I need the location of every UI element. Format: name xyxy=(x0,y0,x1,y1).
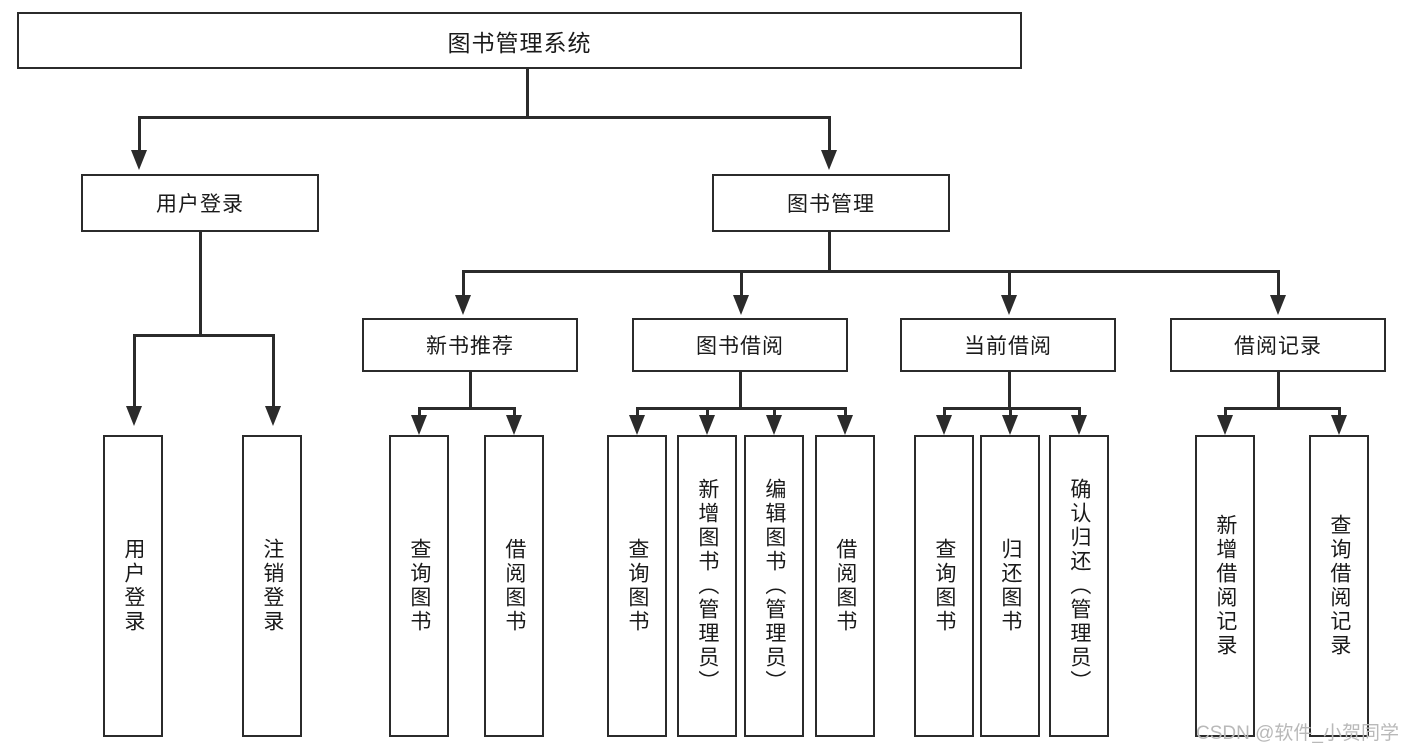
node-label: 图书借阅 xyxy=(696,335,784,358)
node-label: 查询图书 xyxy=(625,538,649,634)
arrowhead-cb-leaf-2 xyxy=(1071,415,1087,435)
connector-br-bus xyxy=(1224,407,1341,410)
node-new-book-recommend[interactable]: 新书推荐 xyxy=(362,318,578,372)
node-root-system[interactable]: 图书管理系统 xyxy=(17,12,1022,69)
arrowhead-bb-leaf-3 xyxy=(837,415,853,435)
leaf-current-borrow-1[interactable]: 归还图书 xyxy=(980,435,1040,737)
connector-user-login-leaf-0 xyxy=(133,334,136,409)
node-label: 图书管理系统 xyxy=(447,29,592,56)
connector-bb-leaf-0 xyxy=(636,407,639,420)
node-label: 用户登录 xyxy=(156,193,244,216)
leaf-user-login-1[interactable]: 注销登录 xyxy=(242,435,302,737)
node-label: 注销登录 xyxy=(260,538,284,634)
node-label: 用户登录 xyxy=(121,538,145,634)
arrowhead-nbr-leaf-0 xyxy=(411,415,427,435)
arrowhead-level3-0 xyxy=(455,295,471,315)
node-label: 查询图书 xyxy=(932,538,956,634)
connector-level3-1 xyxy=(740,270,743,298)
leaf-book-borrow-1[interactable]: 新增图书（管理员） xyxy=(677,435,737,737)
leaf-book-borrow-0[interactable]: 查询图书 xyxy=(607,435,667,737)
arrowhead-bb-leaf-0 xyxy=(629,415,645,435)
arrowhead-user-login-leaf-1 xyxy=(265,406,281,426)
leaf-book-borrow-3[interactable]: 借阅图书 xyxy=(815,435,875,737)
connector-bb-leaf-3 xyxy=(844,407,847,420)
leaf-current-borrow-2[interactable]: 确认归还（管理员） xyxy=(1049,435,1109,737)
node-label: 归还图书 xyxy=(998,538,1022,634)
connector-level3-3 xyxy=(1277,270,1280,298)
arrowhead-level3-1 xyxy=(733,295,749,315)
connector-br-leaf-1 xyxy=(1338,407,1341,420)
node-label: 借阅图书 xyxy=(502,538,526,634)
connector-user-login-leaf-1 xyxy=(272,334,275,409)
connector-nbr-stem xyxy=(469,372,472,409)
node-label: 新增图书（管理员） xyxy=(695,478,719,694)
node-label: 确认归还（管理员） xyxy=(1067,478,1091,694)
connector-br-leaf-0 xyxy=(1224,407,1227,420)
connector-bb-leaf-2 xyxy=(773,407,776,420)
connector-cb-leaf-1 xyxy=(1009,407,1012,420)
connector-root-stem xyxy=(526,69,529,117)
node-current-borrow[interactable]: 当前借阅 xyxy=(900,318,1116,372)
connector-level3-2 xyxy=(1008,270,1011,298)
arrowhead-cb-leaf-0 xyxy=(936,415,952,435)
node-label: 查询借阅记录 xyxy=(1327,514,1351,658)
leaf-new-book-recommend-0[interactable]: 查询图书 xyxy=(389,435,449,737)
connector-bb-bus xyxy=(636,407,846,410)
connector-cb-stem xyxy=(1008,372,1011,409)
arrowhead-book-manage xyxy=(821,150,837,170)
connector-user-login-stem xyxy=(199,232,202,336)
node-label: 借阅图书 xyxy=(833,538,857,634)
arrowhead-user-login xyxy=(131,150,147,170)
connector-level3-bus xyxy=(462,270,1279,273)
leaf-book-borrow-2[interactable]: 编辑图书（管理员） xyxy=(744,435,804,737)
node-label: 查询图书 xyxy=(407,538,431,634)
connector-level2-bus-main xyxy=(138,116,830,119)
arrowhead-nbr-leaf-1 xyxy=(506,415,522,435)
connector-bb-stem xyxy=(739,372,742,409)
arrowhead-br-leaf-0 xyxy=(1217,415,1233,435)
node-label: 当前借阅 xyxy=(964,335,1052,358)
watermark-text: CSDN @软件_小贺同学 xyxy=(1196,723,1399,744)
connector-book-manage-stem xyxy=(828,232,831,272)
arrowhead-br-leaf-1 xyxy=(1331,415,1347,435)
connector-to-book-manage xyxy=(828,116,831,153)
node-borrow-record[interactable]: 借阅记录 xyxy=(1170,318,1386,372)
leaf-borrow-record-0[interactable]: 新增借阅记录 xyxy=(1195,435,1255,737)
node-label: 借阅记录 xyxy=(1234,335,1322,358)
leaf-user-login-0[interactable]: 用户登录 xyxy=(103,435,163,737)
connector-cb-leaf-0 xyxy=(943,407,946,420)
connector-nbr-bus xyxy=(418,407,516,410)
connector-nbr-leaf-1 xyxy=(513,407,516,420)
connector-br-stem xyxy=(1277,372,1280,409)
node-book-manage[interactable]: 图书管理 xyxy=(712,174,950,232)
connector-cb-leaf-2 xyxy=(1078,407,1081,420)
connector-nbr-leaf-0 xyxy=(418,407,421,420)
connector-to-user-login xyxy=(138,116,141,153)
leaf-new-book-recommend-1[interactable]: 借阅图书 xyxy=(484,435,544,737)
connector-level3-0 xyxy=(462,270,465,298)
arrowhead-level3-3 xyxy=(1270,295,1286,315)
node-label: 编辑图书（管理员） xyxy=(762,478,786,694)
node-user-login[interactable]: 用户登录 xyxy=(81,174,319,232)
leaf-current-borrow-0[interactable]: 查询图书 xyxy=(914,435,974,737)
node-label: 图书管理 xyxy=(787,193,875,216)
arrowhead-user-login-leaf-0 xyxy=(126,406,142,426)
node-label: 新书推荐 xyxy=(426,335,514,358)
connector-bb-leaf-1 xyxy=(706,407,709,420)
node-book-borrow[interactable]: 图书借阅 xyxy=(632,318,848,372)
connector-user-login-bus xyxy=(133,334,274,337)
arrowhead-bb-leaf-1 xyxy=(699,415,715,435)
arrowhead-level3-2 xyxy=(1001,295,1017,315)
arrowhead-bb-leaf-2 xyxy=(766,415,782,435)
arrowhead-cb-leaf-1 xyxy=(1002,415,1018,435)
node-label: 新增借阅记录 xyxy=(1213,514,1237,658)
leaf-borrow-record-1[interactable]: 查询借阅记录 xyxy=(1309,435,1369,737)
